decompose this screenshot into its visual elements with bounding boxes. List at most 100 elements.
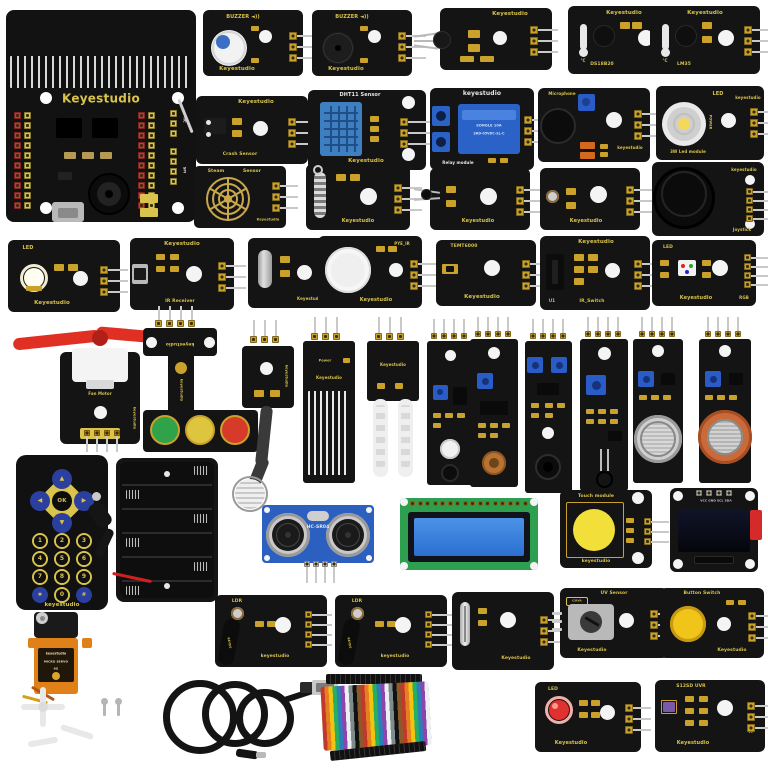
label: Touch module xyxy=(577,493,615,499)
pin xyxy=(748,634,756,642)
part-circle xyxy=(401,147,415,161)
label: Keyestudio xyxy=(328,65,364,72)
part xyxy=(401,405,410,467)
pin xyxy=(24,172,31,179)
part-circle xyxy=(367,29,381,43)
part xyxy=(377,383,385,389)
part-circle xyxy=(32,587,48,603)
label: Keyestudio xyxy=(219,65,255,72)
part-circle xyxy=(40,202,52,214)
part xyxy=(462,110,516,120)
pin-wire xyxy=(548,641,568,643)
part-circle xyxy=(436,111,446,121)
pin-wire xyxy=(756,637,768,639)
label: keyestudio xyxy=(260,653,290,659)
label: Keyestudio xyxy=(348,157,384,164)
pin-wire xyxy=(418,263,438,265)
pin-wire xyxy=(406,46,426,48)
pin-wire xyxy=(297,35,317,37)
pin xyxy=(170,158,177,165)
part xyxy=(314,172,326,218)
pin xyxy=(634,110,642,118)
part xyxy=(480,56,494,62)
pin-wire xyxy=(432,633,452,636)
label: 0 xyxy=(59,591,65,598)
pin-wire xyxy=(432,643,452,646)
pin xyxy=(540,333,546,339)
part xyxy=(600,449,602,471)
part-circle xyxy=(56,535,68,547)
part-ring xyxy=(32,569,48,585)
label: LED xyxy=(663,244,673,250)
pin-wire xyxy=(280,185,298,187)
pin-wire xyxy=(190,306,193,320)
pin-wire xyxy=(755,727,768,729)
pin-wire xyxy=(402,209,422,211)
pin xyxy=(218,284,226,292)
pin xyxy=(272,182,280,190)
pin-wire xyxy=(168,306,171,320)
part xyxy=(580,152,595,159)
mq2-gas-sensor xyxy=(633,317,683,483)
part xyxy=(446,200,456,207)
part-ring xyxy=(535,454,561,480)
part xyxy=(545,403,553,408)
pin-wire xyxy=(548,630,568,632)
part xyxy=(488,158,496,163)
part-circle xyxy=(34,571,46,583)
part xyxy=(72,348,128,382)
pin xyxy=(304,561,310,567)
part xyxy=(660,260,669,266)
part-ring xyxy=(220,415,250,445)
pin-wire xyxy=(116,436,118,452)
part-circle xyxy=(114,697,122,705)
part xyxy=(545,413,553,418)
pin-wire xyxy=(753,208,768,211)
label: Sensor xyxy=(242,168,262,174)
pin-wire xyxy=(633,707,651,709)
part-ring xyxy=(32,551,48,567)
part-circle xyxy=(164,471,170,477)
pin-wire xyxy=(634,211,654,213)
part-circle xyxy=(172,202,184,214)
pin-wire xyxy=(633,718,651,720)
part-ring xyxy=(593,25,615,47)
label: Keyestudio xyxy=(554,740,588,746)
label: Keyestudio xyxy=(606,9,642,16)
pin-wire xyxy=(106,436,108,452)
pin-wire xyxy=(226,276,246,278)
pin-wire xyxy=(642,113,662,115)
pin xyxy=(14,182,21,189)
pin xyxy=(305,641,312,648)
label: LED xyxy=(712,91,724,97)
pin-wire xyxy=(532,319,534,333)
label: Keyestudio xyxy=(501,655,531,661)
pin xyxy=(100,288,108,296)
part xyxy=(566,202,576,209)
label: keyestudio xyxy=(735,95,761,100)
pin-wire xyxy=(280,207,298,209)
part xyxy=(27,736,59,748)
label: Button Switch xyxy=(683,590,721,596)
pin xyxy=(705,331,711,337)
part-frame xyxy=(694,556,734,564)
pin-wire xyxy=(751,256,768,259)
part xyxy=(750,510,762,540)
part xyxy=(588,254,598,261)
pin xyxy=(530,26,538,34)
pin xyxy=(634,121,642,129)
pin-wire xyxy=(315,567,317,583)
part xyxy=(54,264,64,271)
part xyxy=(610,409,618,414)
part-circle xyxy=(400,562,408,570)
part-circle xyxy=(642,375,650,383)
pin-wire xyxy=(751,274,768,277)
pin-wire xyxy=(408,132,430,134)
part-circle xyxy=(484,260,500,276)
part xyxy=(103,704,106,716)
pin xyxy=(100,266,108,274)
part-circle xyxy=(56,553,68,565)
label: keyestudio xyxy=(462,90,502,97)
